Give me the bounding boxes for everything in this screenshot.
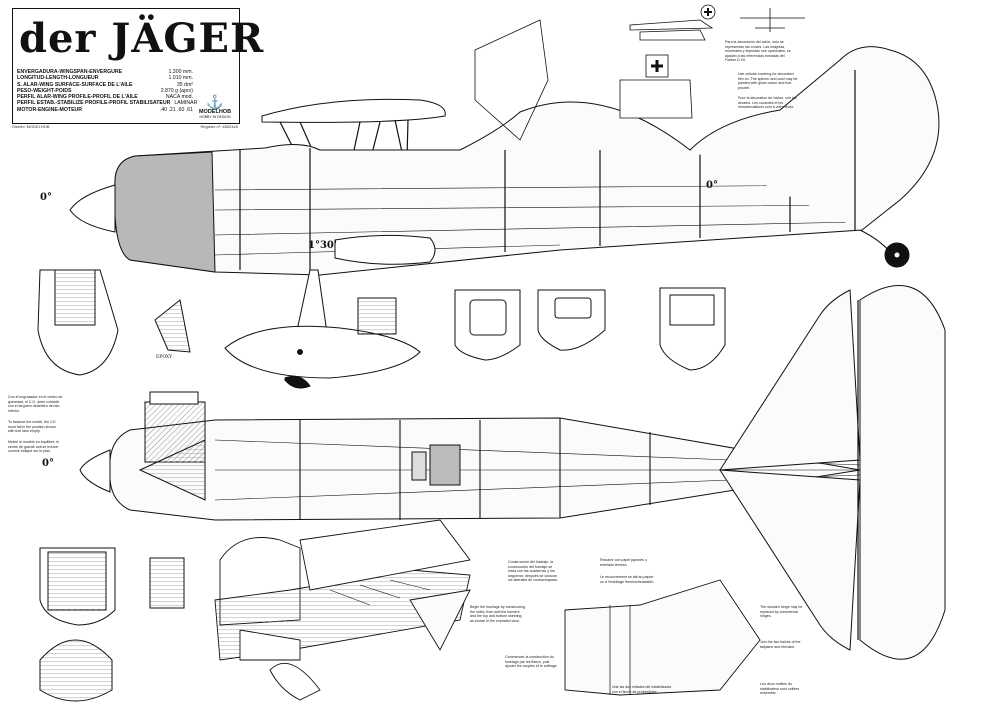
small-views: [474, 4, 805, 141]
brand-logo: ⚓ MODELHOB HOBBY IN DESIGN: [195, 95, 235, 119]
credits-line: Diseño: MODELHOB Registro nº: 4802440: [12, 124, 238, 129]
note-fuselage-en: Begin the fuselage by constructing the s…: [470, 605, 525, 623]
stabilizer-detail: [564, 579, 761, 696]
epoxy-label: EPOXY: [156, 355, 173, 360]
note-fuselage-es: Construcción del fuselaje: la construcci…: [508, 560, 558, 583]
spec-row: PERFIL ESTAB.-STABILIZE PROFILE-PROFIL S…: [17, 100, 198, 107]
spec-row: PERFIL ALAR-WING PROFILE-PROFIL DE L'AIL…: [17, 94, 193, 101]
lower-wing-side: [334, 234, 436, 265]
elevator-top: [859, 285, 946, 660]
engine-cowl: [114, 151, 216, 273]
spinner-side: [69, 184, 116, 233]
note-tail-es: Unir las dos mitades del estabilizador c…: [612, 685, 672, 694]
note-decoration-es: Para la decoración del avión, sólo se re…: [725, 40, 791, 63]
wheel-pant: [224, 325, 421, 379]
note-cg-es: Con el engrasador en el centro de graved…: [8, 395, 63, 413]
note-fuselage-fr: Commencer la construction du fuselage pa…: [505, 655, 558, 669]
zero-incidence-front: 0°: [40, 192, 52, 203]
fin-rudder-side: [689, 46, 940, 231]
spec-row: MOTOR-ENGINE-MOTEUR.40 .21 .60 .61: [17, 106, 193, 113]
wing-incidence-label: 1°30': [308, 240, 337, 251]
note-tail-fr: Les deux moitiés du stabilisateur sont c…: [760, 682, 800, 696]
top-view: [79, 285, 946, 660]
cross-sections: [37, 269, 726, 702]
plan-title: der JÄGER: [19, 15, 265, 62]
title-block: der JÄGER ENVERGADURA-WINGSPAN-ENVERGURE…: [12, 8, 263, 124]
note-cg-en: To balance the model, the CG must fall i…: [8, 420, 56, 434]
note-covering-es: Recubrir con papel japonés o entelado té…: [600, 558, 647, 567]
note-hinge-en: The wooden hinge may be replaced by comm…: [760, 605, 803, 619]
anchor-icon: ⚓: [206, 94, 224, 110]
upper-wing-side: [261, 98, 446, 123]
stabilizer-top: [719, 289, 861, 471]
zero-incidence-bottom: 0°: [42, 458, 54, 469]
exploded-fuselage: [214, 519, 471, 701]
zero-incidence-tail: 0°: [706, 180, 718, 191]
note-decoration-en: Use cellular covering for decorated film…: [738, 72, 798, 90]
note-tail-en: Join the two halves of the tailplane and…: [760, 640, 801, 649]
note-covering-fr: Le recouvrement se fait au papier ou à l…: [600, 575, 655, 584]
note-cg-fr: Mettre le modèle en équilibre; le centre…: [8, 440, 60, 454]
note-decoration-fr: Pour la décoration de l'avion, voir les …: [738, 96, 797, 110]
side-view: [69, 46, 940, 389]
